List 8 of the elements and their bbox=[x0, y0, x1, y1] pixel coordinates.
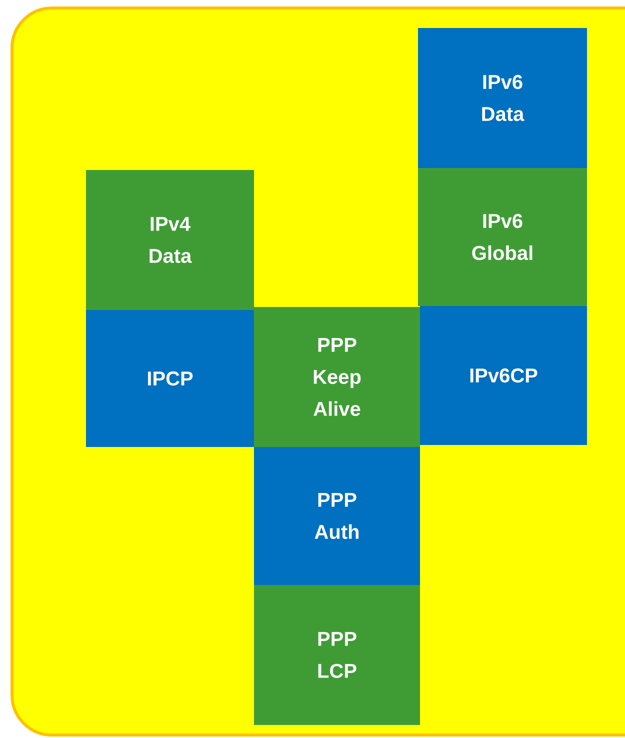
protocol-box: PPP Keep Alive bbox=[254, 307, 420, 447]
protocol-box: PPP Auth bbox=[254, 447, 420, 585]
protocol-box: IPv4 Data bbox=[86, 170, 254, 310]
protocol-box: IPv6 Data bbox=[418, 28, 587, 168]
protocol-box: PPP LCP bbox=[254, 585, 420, 725]
protocol-box: IPv6 Global bbox=[418, 168, 587, 306]
protocol-box: IPCP bbox=[86, 310, 254, 447]
protocol-box: IPv6CP bbox=[420, 306, 587, 445]
